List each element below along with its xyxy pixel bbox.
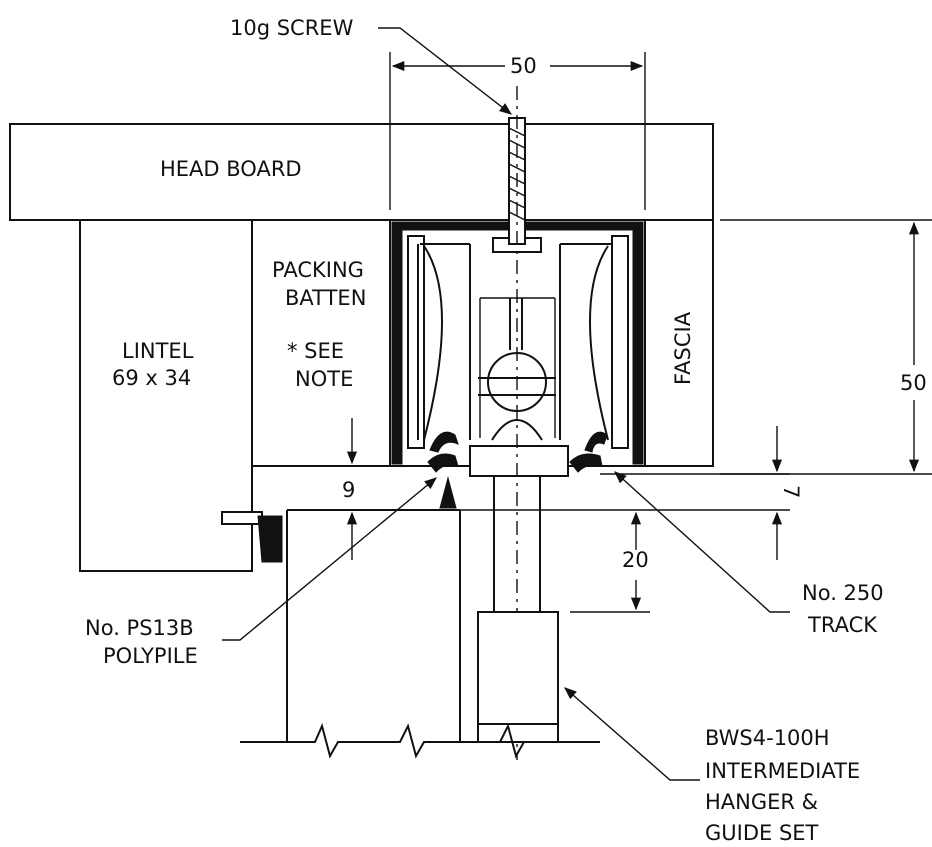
track-leader [614, 471, 790, 613]
see-note-label-2: NOTE [295, 367, 353, 391]
head-board [9, 123, 714, 221]
track-label-1: No. 250 [802, 581, 884, 605]
hanger-label-2: INTERMEDIATE [705, 759, 860, 783]
head-board-label: HEAD BOARD [160, 157, 302, 181]
packing-label-1: PACKING [272, 258, 364, 282]
dimension-gap-7-label: 7 [779, 485, 803, 498]
fascia-label: FASCIA [671, 311, 695, 385]
dimension-gap-9-label: 9 [342, 478, 355, 502]
door-panel [286, 476, 461, 742]
screw-leader [378, 27, 512, 115]
dimension-gap-20-label: 20 [622, 548, 649, 572]
track-label-2: TRACK [807, 613, 878, 637]
floor-break-line [240, 722, 600, 759]
hanger-label-3: HANGER & [705, 790, 818, 814]
see-note-label-1: * SEE [287, 339, 344, 363]
polypile-label-2: POLYPILE [103, 644, 198, 668]
screw-label: 10g SCREW [230, 16, 354, 40]
hanger-label-1: BWS4-100H [705, 726, 830, 750]
hanger-guide-set [477, 476, 559, 743]
dimension-right-height [720, 219, 932, 475]
lintel-label-1: LINTEL [122, 339, 194, 363]
hanger-label-4: GUIDE SET [705, 821, 819, 845]
packing-batten [251, 219, 391, 467]
packing-label-2: BATTEN [285, 286, 366, 310]
fascia [644, 219, 714, 467]
dimension-top-width-label: 50 [510, 54, 537, 78]
dimension-gap-20 [570, 511, 650, 613]
seal-clip [221, 511, 283, 563]
polypile-label-1: No. PS13B [85, 616, 194, 640]
lintel-label-2: 69 x 34 [112, 366, 191, 390]
polypile-leader [222, 477, 437, 641]
hanger-leader [564, 687, 700, 781]
dimension-right-height-label: 50 [900, 371, 927, 395]
dimension-gap-7 [460, 426, 790, 560]
